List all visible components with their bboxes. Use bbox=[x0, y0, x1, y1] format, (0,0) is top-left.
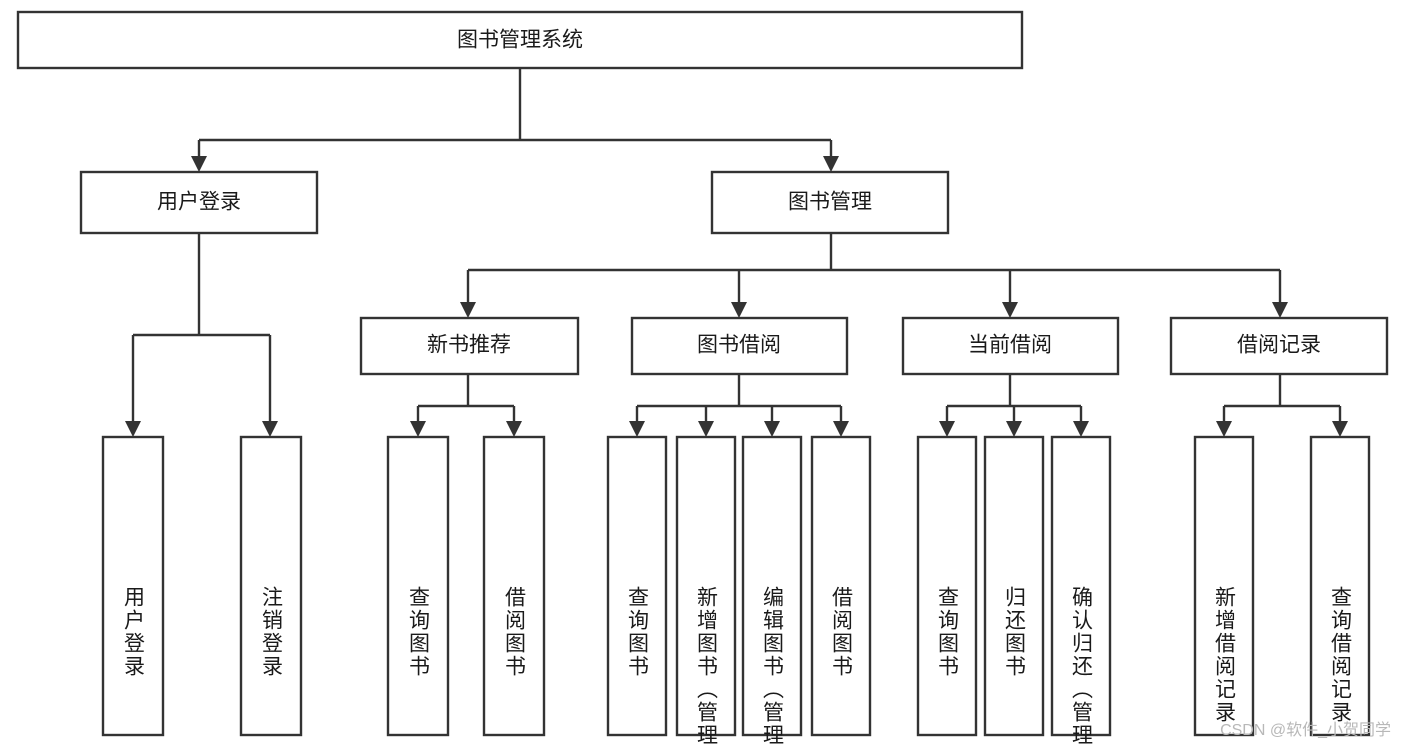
node-book-management-label: 图书管理 bbox=[788, 191, 872, 214]
node-leaf-borrow-book-2-label: 借阅图书 bbox=[830, 586, 854, 678]
node-root[interactable]: 图书管理系统 bbox=[16, 10, 1024, 70]
arrow-to-leaf5 bbox=[629, 421, 645, 437]
arrow-to-newbook bbox=[460, 302, 476, 318]
node-leaf-edit-book-admin[interactable]: 编辑图书（管理员） bbox=[741, 435, 803, 747]
node-book-management[interactable]: 图书管理 bbox=[710, 170, 950, 235]
node-leaf-return-book-label: 归还图书 bbox=[1003, 586, 1027, 678]
node-leaf-confirm-return-admin[interactable]: 确认归还（管理员） bbox=[1050, 435, 1112, 747]
arrow-to-userlogin bbox=[191, 156, 207, 172]
node-new-book-recommend-label: 新书推荐 bbox=[427, 334, 511, 357]
node-leaf-query-book-1-box[interactable] bbox=[386, 435, 450, 737]
node-leaf-add-book-admin[interactable]: 新增图书（管理员） bbox=[675, 435, 737, 747]
node-current-borrow-label: 当前借阅 bbox=[968, 334, 1052, 357]
node-new-book-recommend[interactable]: 新书推荐 bbox=[359, 316, 580, 376]
arrow-to-leaf4 bbox=[506, 421, 522, 437]
node-leaf-borrow-book-1[interactable]: 借阅图书 bbox=[482, 435, 546, 737]
node-leaf-edit-book-admin-box[interactable] bbox=[741, 435, 803, 737]
node-borrow-record[interactable]: 借阅记录 bbox=[1169, 316, 1389, 376]
node-leaf-edit-book-admin-label: 编辑图书（管理员） bbox=[761, 586, 785, 747]
node-leaf-query-book-3[interactable]: 查询图书 bbox=[916, 435, 978, 737]
node-leaf-query-borrow-record[interactable]: 查询借阅记录 bbox=[1309, 435, 1371, 737]
node-user-login[interactable]: 用户登录 bbox=[79, 170, 319, 235]
arrow-to-borrow bbox=[731, 302, 747, 318]
node-leaf-add-book-admin-box[interactable] bbox=[675, 435, 737, 737]
node-user-login-box[interactable] bbox=[79, 170, 319, 235]
node-current-borrow-box[interactable] bbox=[901, 316, 1120, 376]
node-user-login-label: 用户登录 bbox=[157, 191, 241, 214]
node-leaf-return-book[interactable]: 归还图书 bbox=[983, 435, 1045, 737]
node-leaf-borrow-book-1-label: 借阅图书 bbox=[503, 586, 527, 678]
node-book-borrow[interactable]: 图书借阅 bbox=[630, 316, 849, 376]
arrow-to-leaf10 bbox=[1006, 421, 1022, 437]
arrow-to-record bbox=[1272, 302, 1288, 318]
node-leaf-logout[interactable]: 注销登录 bbox=[239, 435, 303, 737]
arrow-to-leaf2 bbox=[262, 421, 278, 437]
arrow-to-leaf12 bbox=[1216, 421, 1232, 437]
arrow-to-current bbox=[1002, 302, 1018, 318]
node-leaf-query-book-2[interactable]: 查询图书 bbox=[606, 435, 668, 737]
node-leaf-borrow-book-1-box[interactable] bbox=[482, 435, 546, 737]
arrow-to-leaf9 bbox=[939, 421, 955, 437]
arrow-to-leaf6 bbox=[698, 421, 714, 437]
node-book-borrow-label: 图书借阅 bbox=[697, 334, 781, 357]
arrow-to-leaf7 bbox=[764, 421, 780, 437]
node-leaf-user-login-label: 用户登录 bbox=[122, 586, 146, 678]
node-leaf-query-borrow-record-box[interactable] bbox=[1309, 435, 1371, 737]
node-leaf-query-book-3-label: 查询图书 bbox=[936, 586, 960, 678]
node-leaf-logout-label: 注销登录 bbox=[260, 586, 284, 678]
node-leaf-query-book-2-label: 查询图书 bbox=[626, 586, 650, 678]
node-leaf-logout-box[interactable] bbox=[239, 435, 303, 737]
node-current-borrow[interactable]: 当前借阅 bbox=[901, 316, 1120, 376]
node-borrow-record-label: 借阅记录 bbox=[1237, 334, 1321, 357]
node-leaf-query-book-3-box[interactable] bbox=[916, 435, 978, 737]
node-leaf-confirm-return-admin-box[interactable] bbox=[1050, 435, 1112, 737]
node-leaf-add-borrow-record[interactable]: 新增借阅记录 bbox=[1193, 435, 1255, 737]
node-leaf-confirm-return-admin-label: 确认归还（管理员） bbox=[1070, 586, 1094, 747]
node-new-book-recommend-box[interactable] bbox=[359, 316, 580, 376]
node-leaf-return-book-box[interactable] bbox=[983, 435, 1045, 737]
node-borrow-record-box[interactable] bbox=[1169, 316, 1389, 376]
arrow-to-leaf13 bbox=[1332, 421, 1348, 437]
node-leaf-add-borrow-record-label: 新增借阅记录 bbox=[1213, 586, 1237, 724]
node-book-management-box[interactable] bbox=[710, 170, 950, 235]
arrow-to-leaf1 bbox=[125, 421, 141, 437]
arrow-to-bookmgmt bbox=[823, 156, 839, 172]
node-leaf-add-book-admin-label: 新增图书（管理员） bbox=[695, 586, 719, 747]
arrow-to-leaf3 bbox=[410, 421, 426, 437]
node-leaf-borrow-book-2[interactable]: 借阅图书 bbox=[810, 435, 872, 737]
node-leaf-query-borrow-record-label: 查询借阅记录 bbox=[1329, 586, 1353, 724]
node-book-borrow-box[interactable] bbox=[630, 316, 849, 376]
arrow-to-leaf11 bbox=[1073, 421, 1089, 437]
node-leaf-add-borrow-record-box[interactable] bbox=[1193, 435, 1255, 737]
node-leaf-query-book-1-label: 查询图书 bbox=[407, 586, 431, 678]
arrow-to-leaf8 bbox=[833, 421, 849, 437]
node-leaf-query-book-2-box[interactable] bbox=[606, 435, 668, 737]
connector-layer bbox=[125, 68, 1348, 437]
watermark-label: CSDN @软件_小贺同学 bbox=[1220, 722, 1391, 739]
node-leaf-borrow-book-2-box[interactable] bbox=[810, 435, 872, 737]
node-root-label: 图书管理系统 bbox=[457, 29, 583, 52]
node-leaf-query-book-1[interactable]: 查询图书 bbox=[386, 435, 450, 737]
node-leaf-user-login[interactable]: 用户登录 bbox=[101, 435, 165, 737]
node-root-box[interactable] bbox=[16, 10, 1024, 70]
node-leaf-user-login-box[interactable] bbox=[101, 435, 165, 737]
